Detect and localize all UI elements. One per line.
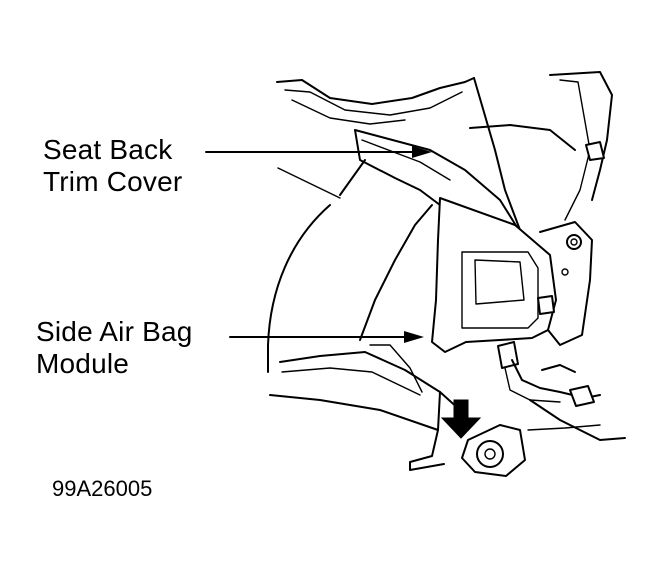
- seat-shell-inner-line: [277, 167, 341, 199]
- seat-shell-outline: [267, 204, 331, 373]
- seat-base-upper: [279, 351, 461, 411]
- air-bag-module: [431, 197, 557, 353]
- bolt-top-right: [585, 141, 605, 161]
- label-line: Side Air Bag: [36, 316, 193, 347]
- bolt-small: [561, 268, 569, 276]
- label-side-air-bag-module: Side Air Bag Module: [36, 316, 193, 380]
- label-seat-back-trim-cover: Seat Back Trim Cover: [43, 134, 182, 198]
- seat-base-lower: [269, 394, 439, 431]
- seat-upper-frame-right: [473, 77, 521, 231]
- down-arrow-icon: [440, 399, 482, 439]
- frame-right-outline: [549, 71, 613, 201]
- leader-arrowhead-trim-cover: [412, 146, 432, 158]
- bolt-upper: [566, 234, 582, 250]
- air-bag-module-panel: [461, 251, 539, 329]
- nut-right: [537, 295, 555, 315]
- label-line: Trim Cover: [43, 166, 183, 197]
- pivot-ring: [476, 440, 504, 468]
- leader-arrowhead-air-bag: [404, 331, 424, 343]
- mounting-bracket: [539, 221, 593, 346]
- seat-top-frame: [276, 77, 475, 105]
- label-line: Seat Back: [43, 134, 173, 165]
- figure-id: 99A26005: [52, 476, 153, 501]
- label-line: Module: [36, 348, 130, 379]
